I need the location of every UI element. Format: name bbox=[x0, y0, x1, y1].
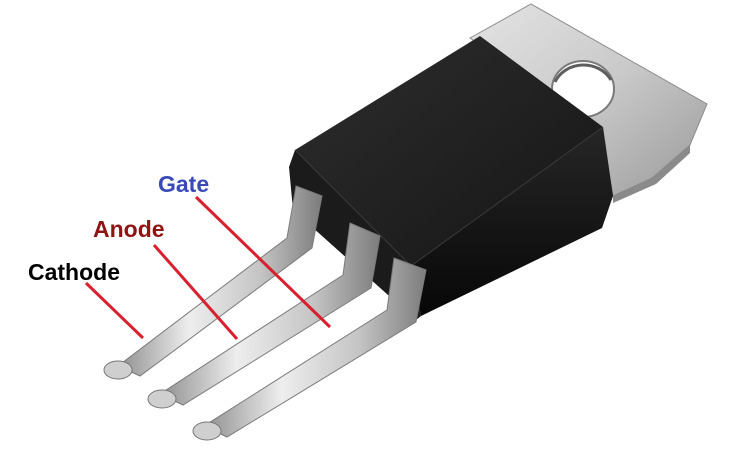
gate-pointer-line bbox=[194, 195, 332, 329]
cathode-pointer-line bbox=[84, 281, 145, 340]
gate-label: Gate bbox=[158, 171, 210, 197]
lead-anode bbox=[147, 222, 381, 409]
lead-cathode bbox=[103, 185, 323, 380]
cathode-label: Cathode bbox=[28, 259, 120, 285]
lead-gate bbox=[192, 257, 427, 441]
anode-label: Anode bbox=[93, 216, 165, 242]
anode-pointer-line bbox=[152, 244, 239, 340]
